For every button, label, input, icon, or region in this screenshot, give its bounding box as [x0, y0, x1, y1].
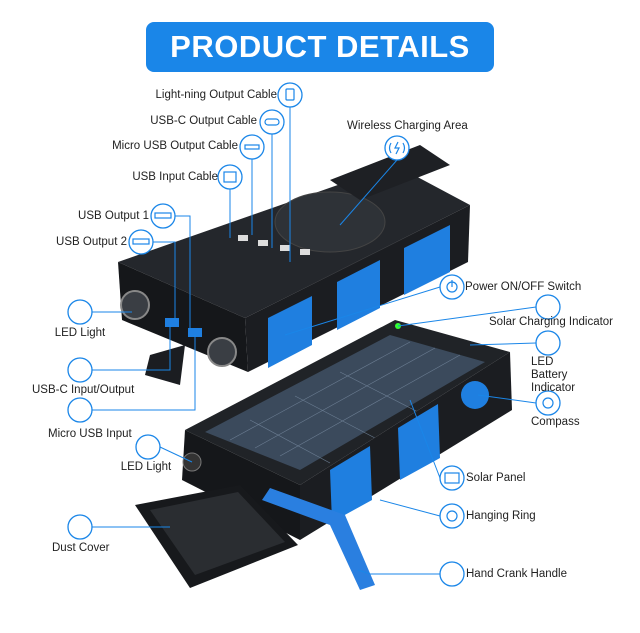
callout-micro-usb-cable: Micro USB Output Cable [112, 140, 238, 152]
callout-usbc-io: USB-C Input/Output [32, 384, 135, 396]
lightning-connector-icon [277, 82, 303, 108]
crank-handle-icon [439, 561, 465, 587]
leader-lines [92, 107, 537, 575]
ring-icon [439, 503, 465, 529]
callout-led-light-2: LED Light [120, 461, 172, 473]
usb-port-icon [128, 229, 154, 255]
power-bank-bottom-view [135, 320, 512, 590]
callout-usb-output-2: USB Output 2 [56, 236, 127, 248]
usb-port-icon [150, 203, 176, 229]
title-banner: PRODUCT DETAILS [146, 22, 494, 72]
led-indicator-icon [535, 330, 561, 356]
usb-a-connector-icon [217, 164, 243, 190]
solar-panel-icon [439, 465, 465, 491]
callout-hanging-ring: Hanging Ring [466, 510, 536, 522]
callout-wireless-charging: Wireless Charging Area [347, 120, 468, 132]
micro-usb-connector-icon [239, 134, 265, 160]
usb-c-connector-icon [259, 109, 285, 135]
callout-usb-input-cable: USB Input Cable [132, 171, 218, 183]
sun-icon [535, 294, 561, 320]
callout-usb-output-1: USB Output 1 [78, 210, 149, 222]
micro-usb-port-icon [67, 397, 93, 423]
callout-solar-indicator: Solar Charging Indicator [489, 316, 614, 328]
callout-lightning-cable: Light-ning Output Cable [155, 89, 277, 101]
usb-c-port-icon [67, 357, 93, 383]
callout-solar-panel: Solar Panel [466, 472, 526, 484]
compass-icon [535, 390, 561, 416]
cover-icon [67, 514, 93, 540]
callout-led-light: LED Light [54, 327, 106, 339]
flashlight-icon [135, 434, 161, 460]
callout-compass: Compass [531, 416, 580, 428]
callout-usbc-cable: USB-C Output Cable [150, 115, 257, 127]
led-light-icon [67, 299, 93, 325]
callout-dust-cover: Dust Cover [52, 542, 110, 554]
callout-battery-indicator: LED Battery Indicator [531, 356, 576, 394]
callout-hand-crank: Hand Crank Handle [466, 568, 568, 580]
callout-micro-usb-input: Micro USB Input [48, 428, 132, 440]
callout-power-switch: Power ON/OFF Switch [465, 281, 582, 293]
